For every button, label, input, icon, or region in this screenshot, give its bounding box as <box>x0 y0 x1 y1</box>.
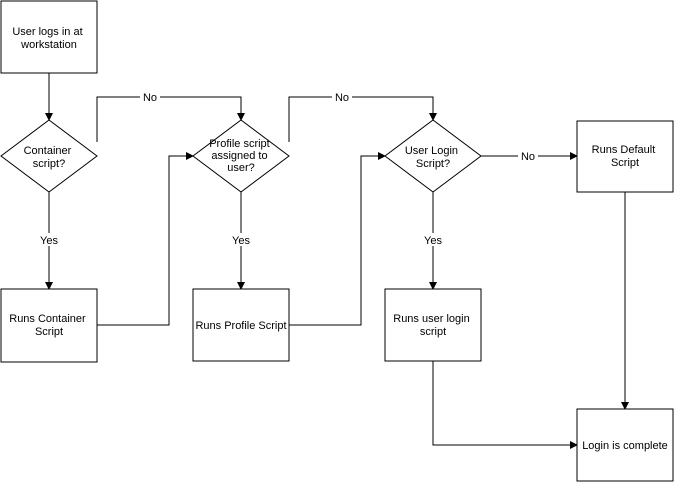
node-container-decision <box>0 119 98 193</box>
edge-profile-no <box>288 96 437 142</box>
text-login-decision: User Login Script? <box>405 145 461 170</box>
node-profile-decision <box>192 119 290 193</box>
text-profile-decision: Profile script assigned to user? <box>209 138 273 174</box>
edge-user-login-to-complete <box>432 361 578 449</box>
edge-runs-container-to-profile <box>97 152 194 326</box>
label-login-yes: Yes <box>424 235 442 247</box>
text-runs-profile: Runs Profile Script <box>195 320 286 332</box>
edge-runs-profile-to-login <box>289 152 386 326</box>
label-container-no: No <box>143 92 157 104</box>
node-runs-container <box>0 288 98 363</box>
text-complete: Login is complete <box>582 440 668 452</box>
node-runs-profile <box>192 288 290 362</box>
label-profile-no: No <box>335 92 349 104</box>
node-runs-user-login <box>384 288 482 362</box>
node-start <box>0 0 98 74</box>
node-login-decision <box>384 119 482 193</box>
edge-container-no <box>96 96 245 142</box>
text-start: User logs in at workstation <box>12 26 85 51</box>
label-profile-yes: Yes <box>232 235 250 247</box>
label-container-yes: Yes <box>40 235 58 247</box>
text-runs-default: Runs Default Script <box>592 144 659 169</box>
node-complete <box>576 408 674 482</box>
label-login-no: No <box>521 151 535 163</box>
node-runs-default <box>576 120 674 193</box>
text-runs-user-login: Runs user login script <box>393 313 473 338</box>
text-runs-container: Runs Container Script <box>9 313 89 338</box>
text-container-decision: Container script? <box>24 145 75 170</box>
